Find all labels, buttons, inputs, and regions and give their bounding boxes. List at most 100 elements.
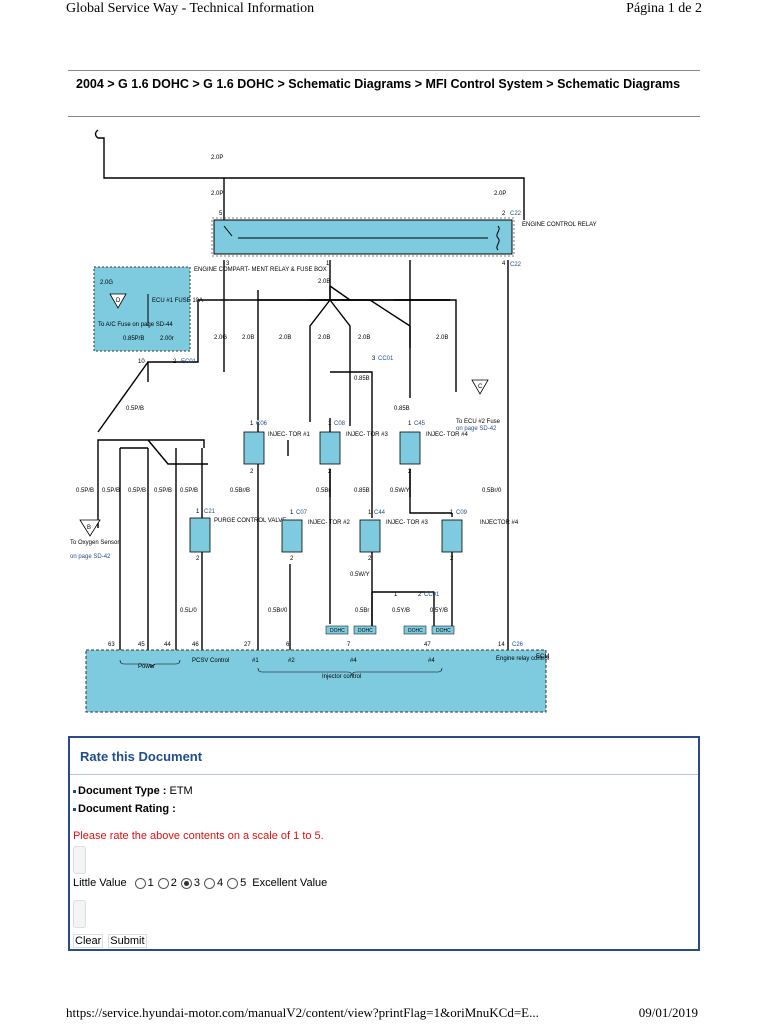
wire-label-l4: 2.0B — [318, 335, 330, 341]
ecm-inj-2: #2 — [288, 658, 295, 664]
schematic-diagram: ENGINE CONTROL RELAY C22 C22 5 2 3 1 4 2… — [70, 129, 597, 713]
wire-label-b4: 0.5Y/B — [430, 608, 448, 614]
ecm-inj-1: #1 — [252, 658, 259, 664]
purge-valve: PURGE CONTROL VALVE C21 1 2 — [189, 509, 286, 562]
injector-2-pin-1: 1 — [290, 510, 294, 516]
wire-label-c3: 0.85B — [354, 376, 370, 382]
wire-label-pb1: 0.85P/B — [123, 336, 144, 342]
rating-option-4: 4 — [216, 877, 224, 889]
injector-3-lower: INJEC- TOR #3 C44 1 2 — [359, 510, 428, 562]
dohc-tag-1: DOHC — [330, 628, 345, 634]
ecm-power-label: Power — [138, 664, 155, 670]
footer-date: 09/01/2019 — [638, 1005, 698, 1020]
print-header: Global Service Way - Technical Informati… — [0, 0, 768, 24]
wire-label-pl2: 0.5P/B — [102, 488, 120, 494]
ecm-pin-46: 46 — [192, 642, 199, 648]
injector-3-lower-pin-1: 1 — [368, 510, 372, 516]
injector-3-pin-2: 2 — [328, 469, 332, 475]
offpage-c-note: To ECU #2 Fuse — [456, 419, 501, 425]
relay-connector-top: C22 — [510, 211, 522, 217]
rating-radio-5[interactable] — [227, 877, 239, 889]
breadcrumb: 2004 > G 1.6 DOHC > G 1.6 DOHC > Schemat… — [68, 70, 700, 117]
rating-radio-4[interactable] — [203, 877, 215, 889]
rate-title: Rate this Document — [80, 749, 203, 764]
relay-pin-4: 4 — [502, 261, 506, 267]
rating-radio-2[interactable] — [157, 877, 169, 889]
ecm-pin-44: 44 — [164, 642, 171, 648]
bullet-icon — [73, 807, 76, 811]
wire-label-l5: 2.0B — [358, 335, 370, 341]
cc01-pin-1: 1 — [394, 592, 398, 598]
rating-option-2: 2 — [170, 877, 177, 889]
rating-spacer-top — [73, 846, 86, 874]
ecm-label: ECM — [536, 654, 549, 660]
wire-label-i5: 0.5Br/0 — [482, 488, 502, 494]
wire-label-left: 2.0P — [211, 191, 223, 197]
relay-pin-5: 5 — [219, 211, 223, 217]
injector-4-upper-pin-1: 1 — [408, 421, 412, 427]
offpage-b: B — [87, 525, 91, 531]
injector-4-lower-pin-2: 2 — [450, 556, 454, 562]
wire-label-pb2: 2.00r — [160, 336, 174, 342]
rating-option-3: 3 — [193, 877, 200, 889]
page-number: Página 1 de 2 — [626, 1, 702, 16]
submit-button[interactable]: Submit — [108, 934, 147, 948]
ecm-box — [85, 649, 547, 713]
ecm-pin-14: 14 — [498, 642, 505, 648]
wire-label-pl3: 0.5P/B — [128, 488, 146, 494]
bullet-icon — [73, 789, 76, 793]
rating-spacer-bottom — [73, 900, 86, 928]
injector-4-lower-label: INJECTOR #4 — [480, 520, 519, 526]
wire-label-mid: 2.0B — [318, 279, 330, 285]
ecm-pcsv-label: PCSV Control — [192, 658, 229, 664]
ecm-pin-63: 63 — [108, 642, 115, 648]
ecm-inj-4: #4 — [428, 658, 435, 664]
injector-4-upper-connector: C45 — [414, 421, 426, 427]
relay-label: ENGINE CONTROL RELAY — [522, 222, 597, 228]
wire-label-i1: 0.5Br/B — [230, 488, 250, 494]
offpage-b-page: on page SD-42 — [70, 554, 111, 560]
cc01-connector-2: CC01 — [424, 592, 440, 598]
injector-3-label: INJEC- TOR #3 — [346, 432, 388, 438]
clear-button[interactable]: Clear — [73, 934, 104, 948]
wire-label-right: 2.0P — [494, 191, 506, 197]
wire-label-pcv: 0.5L/0 — [180, 608, 197, 614]
wire-label-pl5: 0.5P/B — [180, 488, 198, 494]
rating-option-1: 1 — [147, 877, 154, 889]
wire-label-i3: 0.85B — [354, 488, 370, 494]
ecm-inj-3: #4 — [350, 658, 357, 664]
injector-2: INJEC- TOR #2 C07 1 2 — [281, 510, 350, 562]
ecm-pin-6: 6 — [286, 642, 290, 648]
rating-actions: Clear Submit — [73, 934, 152, 948]
injector-4-lower-connector: C09 — [456, 510, 468, 516]
injector-1-connector: C06 — [256, 421, 268, 427]
fusebox-pin-10: 10 — [138, 359, 145, 365]
ecm-relay-control: Engine relay control — [496, 656, 549, 662]
ecm-pin-45: 45 — [138, 642, 145, 648]
wire-label-pl4: 0.5P/B — [154, 488, 172, 494]
wire-label-l3: 2.0B — [279, 335, 291, 341]
wire-label-main: 2.0P — [211, 155, 223, 161]
injector-1: INJEC- TOR #1 C06 1 2 — [243, 421, 310, 475]
rating-radio-1[interactable] — [134, 877, 146, 889]
offpage-c-page: on page SD-42 — [456, 426, 497, 432]
rating-radio-3[interactable] — [180, 877, 192, 889]
injector-1-pin-2: 2 — [250, 469, 254, 475]
purge-valve-pin-2: 2 — [196, 556, 200, 562]
injector-4-upper-pin-2: 2 — [408, 469, 412, 475]
rating-option-5: 5 — [240, 877, 247, 889]
document-rating-label: Document Rating : — [78, 803, 176, 815]
ecm-connector: C26 — [512, 642, 524, 648]
document-type-value: ETM — [169, 785, 193, 797]
wire-label-pl1: 0.5P/B — [76, 488, 94, 494]
wire-label-b1: 0.5Br/0 — [268, 608, 288, 614]
wire-label-l1: 2.0G — [214, 335, 227, 341]
injector-3: INJEC- TOR #3 C08 1 2 — [319, 421, 388, 475]
rating-scale: Little Value 1 2 3 4 5 Excellent Value — [73, 877, 327, 889]
wire-label-b5: 0.5W/Y — [350, 572, 370, 578]
injector-3-lower-pin-2: 2 — [368, 556, 372, 562]
cc01-connector: CC01 — [378, 356, 394, 362]
injector-2-pin-2: 2 — [290, 556, 294, 562]
wire-label-b2: 0.5Br — [355, 608, 369, 614]
relay-connector-bottom: C22 — [510, 262, 522, 268]
